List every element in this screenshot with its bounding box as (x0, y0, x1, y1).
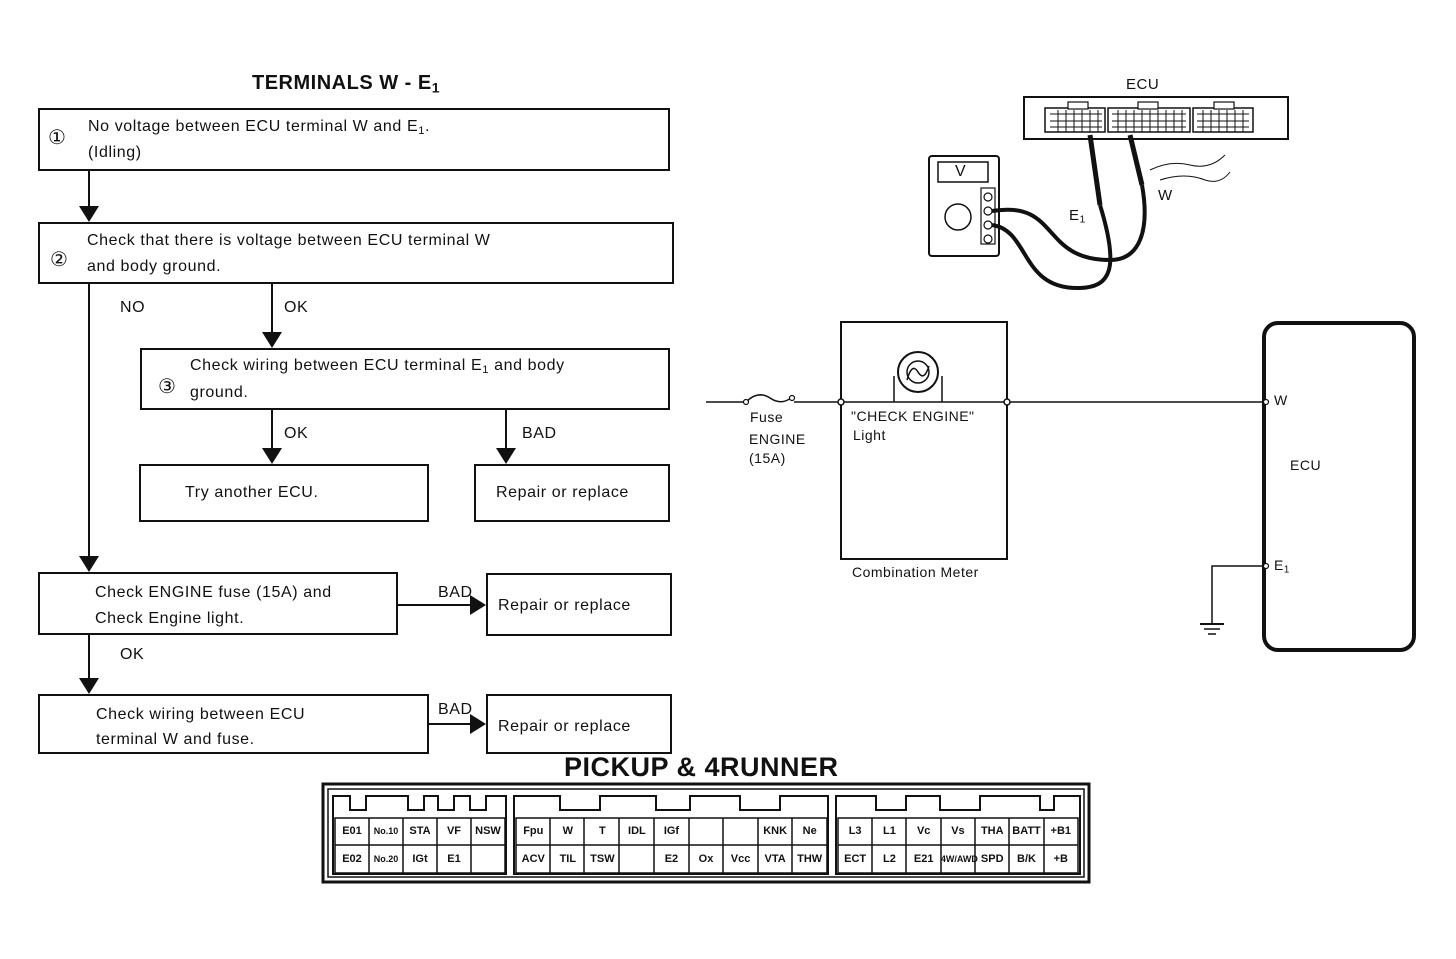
pin-block1-bottom-3: E1 (447, 853, 461, 865)
pin-block2-top-2: T (599, 825, 606, 837)
step3-number: ③ (158, 376, 176, 398)
step2-line1: Check that there is voltage between ECU … (87, 232, 491, 249)
meter-ecu-label: ECU (1126, 76, 1160, 93)
step2-no-label: NO (120, 299, 146, 316)
step1-number: ① (48, 127, 66, 149)
pin-block1-bottom-2: IGt (412, 853, 428, 865)
pin-block1-bottom-0: E02 (342, 853, 362, 865)
pin-block3-bottom-3: 4W/AWD (940, 854, 978, 864)
pin-block3-top-0: L3 (848, 825, 862, 837)
circuit-ecu-box (1262, 321, 1416, 652)
pin-block2-bottom-5: Ox (698, 853, 714, 865)
step2-ok-label: OK (284, 299, 309, 316)
circuit-w-terminal: W (1274, 392, 1288, 408)
step4-bad-label: BAD (438, 584, 473, 601)
pin-block2-top-7: KNK (763, 825, 788, 837)
pin-block3-top-4: THA (980, 825, 1004, 837)
pin-block2-top-4: IGf (663, 825, 680, 837)
step2-line2: and body ground. (87, 258, 222, 275)
meter-e1-label: E1 (1069, 207, 1086, 226)
try-ecu-box: Try another ECU. (139, 464, 429, 522)
circuit-e1-terminal: E1 (1274, 557, 1290, 576)
connector-title: PICKUP & 4RUNNER (564, 752, 839, 782)
light-label-1: "CHECK ENGINE" (851, 408, 975, 424)
pin-block3-bottom-5: B/K (1017, 853, 1036, 865)
step4-line1: Check ENGINE fuse (15A) and (95, 584, 332, 601)
pin-block3-bottom-2: E21 (913, 853, 934, 865)
try-ecu-text: Try another ECU. (185, 484, 319, 501)
step4-box: Check ENGINE fuse (15A) and Check Engine… (38, 572, 398, 635)
voltmeter-label: V (955, 163, 967, 180)
pin-block1-top-1: No.10 (373, 826, 399, 836)
step2-box: ② Check that there is voltage between EC… (38, 222, 674, 284)
pin-block2-bottom-8: THW (797, 853, 823, 865)
pin-block2-top-5 (689, 818, 724, 845)
pin-block1-bottom-1: No.20 (373, 854, 399, 864)
pin-block3-bottom-6: +B (1053, 853, 1068, 865)
step3-line2: ground. (190, 384, 249, 401)
pin-block2-bottom-3 (620, 846, 655, 873)
pin-block2-top-6 (723, 818, 758, 845)
step5-line1: Check wiring between ECU (96, 706, 306, 723)
step1-line1: No voltage between ECU terminal W and E1… (88, 118, 431, 137)
pin-block2-bottom-0: ACV (521, 853, 545, 865)
fuse-name: ENGINE (749, 431, 806, 447)
pin-block3-top-3: Vs (951, 825, 965, 837)
pin-block1-bottom-4 (471, 846, 505, 873)
fuse-label: Fuse (750, 409, 784, 425)
pin-block2-bottom-2: TSW (590, 853, 615, 865)
light-label-2: Light (853, 427, 886, 443)
pin-block2-top-3: IDL (628, 825, 646, 837)
pin-block1-top-0: E01 (342, 825, 362, 837)
pin-block3-top-5: BATT (1012, 825, 1041, 837)
repair2-box: Repair or replace (486, 573, 672, 636)
pin-block2-bottom-4: E2 (664, 853, 679, 865)
pin-block3-bottom-1: L2 (882, 853, 896, 865)
pin-block3-top-6: +B1 (1050, 825, 1072, 837)
step5-line2: terminal W and fuse. (96, 731, 255, 748)
combination-meter-label: Combination Meter (852, 564, 979, 580)
pin-block3-bottom-0: ECT (844, 853, 867, 865)
step3-box: ③ Check wiring between ECU terminal E1 a… (140, 348, 670, 410)
repair3-text: Repair or replace (498, 718, 631, 735)
pin-block2-bottom-7: VTA (764, 853, 786, 865)
meter-w-label: W (1158, 187, 1173, 204)
step2-number: ② (50, 249, 68, 271)
step1-line2: (Idling) (88, 144, 142, 161)
pin-block2-top-0: Fpu (523, 825, 544, 837)
step3-ok-label: OK (284, 425, 309, 442)
step3-line1: Check wiring between ECU terminal E1 and… (190, 357, 565, 376)
pin-block1-top-3: VF (446, 825, 462, 837)
pin-block3-top-1: L1 (882, 825, 896, 837)
pin-block2-top-1: W (562, 825, 574, 837)
repair1-text: Repair or replace (496, 484, 629, 501)
step3-bad-label: BAD (522, 425, 557, 442)
pin-block1-top-2: STA (409, 825, 431, 837)
pin-block2-bottom-6: Vcc (730, 853, 751, 865)
pin-block2-top-8: Ne (802, 825, 817, 837)
circuit-ecu-label: ECU (1290, 457, 1322, 473)
repair3-box: Repair or replace (486, 694, 672, 754)
step4-ok-label: OK (120, 646, 145, 663)
repair1-box: Repair or replace (474, 464, 670, 522)
pin-block3-top-2: Vc (916, 825, 931, 837)
pin-block3-bottom-4: SPD (980, 853, 1004, 865)
fuse-rating: (15A) (749, 450, 786, 466)
step5-bad-label: BAD (438, 701, 473, 718)
pin-block1-top-4: NSW (475, 825, 501, 837)
step4-line2: Check Engine light. (95, 610, 245, 627)
pin-block2-bottom-1: TIL (559, 853, 577, 865)
flowchart-title: TERMINALS W - E1 (252, 72, 441, 96)
repair2-text: Repair or replace (498, 597, 631, 614)
step5-box: Check wiring between ECU terminal W and … (38, 694, 429, 754)
combination-meter-box (840, 321, 1008, 560)
step1-box: ① No voltage between ECU terminal W and … (38, 108, 670, 171)
